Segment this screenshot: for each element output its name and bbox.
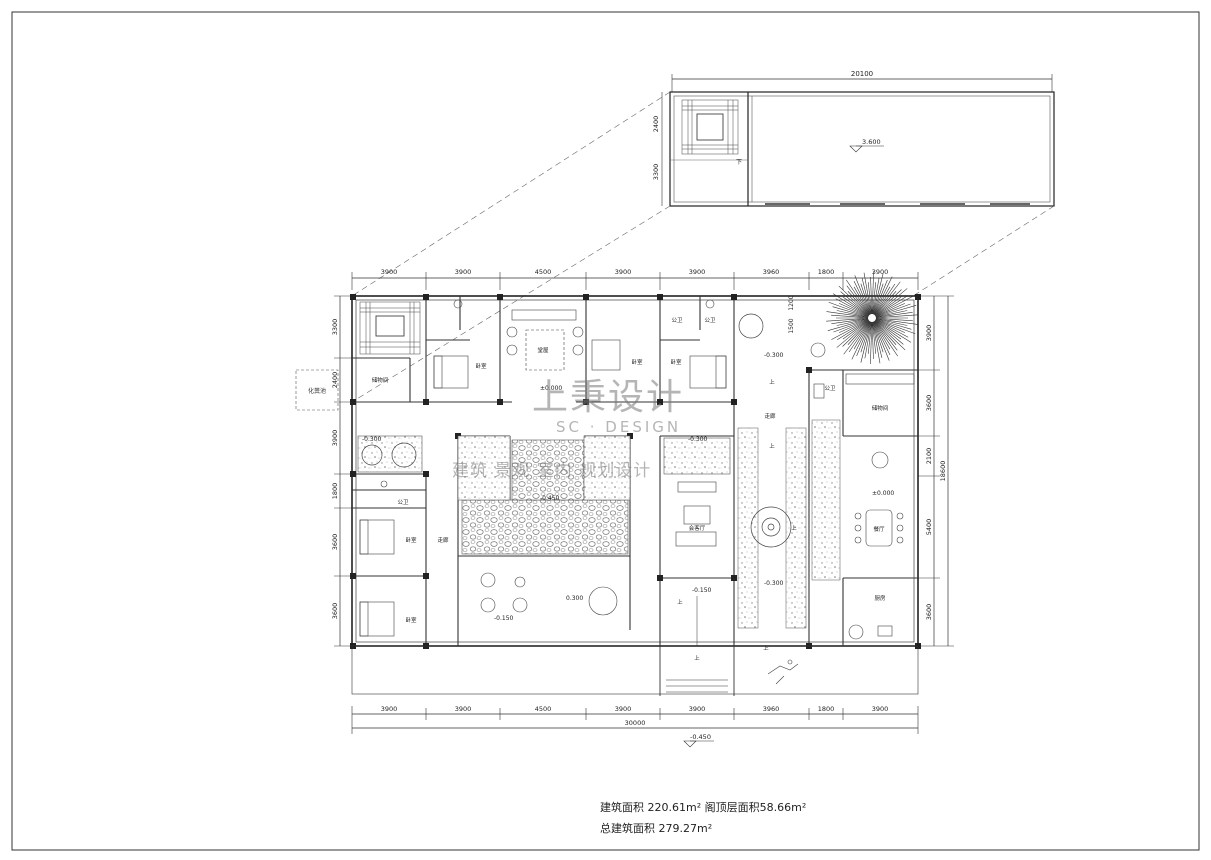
room-corridor-right: 走廊 [764,412,776,420]
elev-n0300-bottom: -0.300 [764,580,784,587]
projection-lines [351,91,1055,403]
right-dim-1: 3900 [925,325,933,342]
elev-n0450: -0.450 [540,495,560,502]
right-dim-3: 2100 [925,448,933,465]
main-stair [359,301,421,355]
elev-n0300-left: -0.300 [362,436,382,443]
left-dim-2: 2400 [331,372,339,389]
bottom-dim-6: 3960 [763,705,780,713]
stair-up-3: 上 [791,524,797,532]
room-bedroom-top-2: 卧室 [631,358,643,366]
top-dimension-line: 3900 3900 4500 3900 3900 3960 1800 3900 [351,268,919,290]
left-dim-6: 3600 [331,603,339,620]
elev-zero-right: ±0.000 [872,490,894,497]
bottom-dim-2: 3900 [455,705,472,713]
furniture [359,299,915,640]
room-bathroom-left: 公卫 [397,499,409,506]
stair-up-5: 上 [694,654,700,662]
bottom-dim-5: 3900 [689,705,706,713]
room-bathroom-right: 公卫 [824,385,836,392]
room-storage-right: 储物间 [872,404,889,412]
elev-n0300-top: -0.300 [764,352,784,359]
elev-0300: 0.300 [566,595,583,602]
bottom-dim-4: 3900 [615,705,632,713]
top-dim-3: 4500 [535,268,552,276]
roof-plan: 20100 下 2400 3300 3.600 [652,70,1055,207]
bottom-dimension-line: 3900 3900 4500 3900 3900 3960 1800 3900 … [351,705,919,734]
top-dim-2: 3900 [455,268,472,276]
right-dim-5: 3600 [925,604,933,621]
room-bathroom-top: 公卫 [671,317,683,324]
room-dining: 餐厅 [873,525,885,533]
room-kitchen: 厨房 [874,594,886,602]
area-note-line-1: 建筑面积 220.61m² 阁顶层面积58.66m² [600,801,807,814]
room-bedroom-left-1: 卧室 [405,536,417,544]
site-elevation: -0.450 [690,733,711,741]
left-dim-3: 3900 [331,430,339,447]
room-bedroom-top-1: 卧室 [475,362,487,370]
bottom-total-width: 30000 [625,719,646,727]
bottom-dim-1: 3900 [381,705,398,713]
bottom-dim-3: 4500 [535,705,552,713]
stair-up-1: 上 [769,378,775,386]
left-dimension-line: 3300 2400 3900 1800 3600 3600 [331,295,352,647]
septic-tank-label: 化粪池 [308,387,326,395]
stair-up-6: 上 [763,644,769,652]
top-dim-7: 1800 [818,268,835,276]
left-dim-1: 3300 [331,319,339,336]
elev-n0150-b: -0.150 [692,587,712,594]
top-dim-1: 3900 [381,268,398,276]
top-dim-8: 3900 [872,268,889,276]
interior-walls [352,296,918,646]
elev-n0150-a: -0.150 [494,615,514,622]
room-bedroom-top-3: 卧室 [670,358,682,366]
septic-tank [295,369,339,411]
area-note-line-2: 总建筑面积 279.27m² [600,822,713,835]
top-dim-5: 3900 [689,268,706,276]
right-dim-4: 5400 [925,519,933,536]
top-dim-4: 3900 [615,268,632,276]
entry-sketch [767,659,799,685]
right-top-dim-1: 1200 [788,295,795,310]
top-dim-6: 3960 [763,268,780,276]
room-bathroom-top-r: 公卫 [704,317,716,324]
room-bedroom-left-2: 卧室 [405,616,417,624]
sheet-border [11,11,1200,851]
roof-elevation: 3.600 [862,138,881,146]
stair-up-4: 上 [677,598,683,606]
room-corridor-left: 走廊 [437,536,449,544]
room-storage-left: 储物间 [372,376,389,384]
elev-n0300-mid: -0.300 [688,436,708,443]
roof-total-dim: 20100 [851,70,873,78]
roof-stair [681,99,739,155]
right-dim-2: 3600 [925,395,933,412]
stair-up-2: 上 [769,442,775,450]
right-total-height: 18600 [939,461,947,482]
entrance-extension [351,596,919,696]
roof-left-dim-2: 3300 [652,164,660,181]
elev-zero-center: ±0.000 [540,385,562,392]
left-dim-4: 1800 [331,483,339,500]
right-top-dim-2: 1500 [788,318,795,333]
left-dim-5: 3600 [331,534,339,551]
bottom-dim-8: 3900 [872,705,889,713]
tree-symbol [826,272,918,364]
bottom-dim-7: 1800 [818,705,835,713]
right-dimension-line: 3900 3600 2100 5400 3600 18600 [918,295,954,647]
courtyard-paving [461,499,629,555]
room-hall: 堂屋 [537,346,549,354]
room-meeting: 会客厅 [689,524,706,532]
roof-left-dim-1: 2400 [652,116,660,133]
roof-stair-label: 下 [736,159,742,166]
fountain [750,506,792,548]
